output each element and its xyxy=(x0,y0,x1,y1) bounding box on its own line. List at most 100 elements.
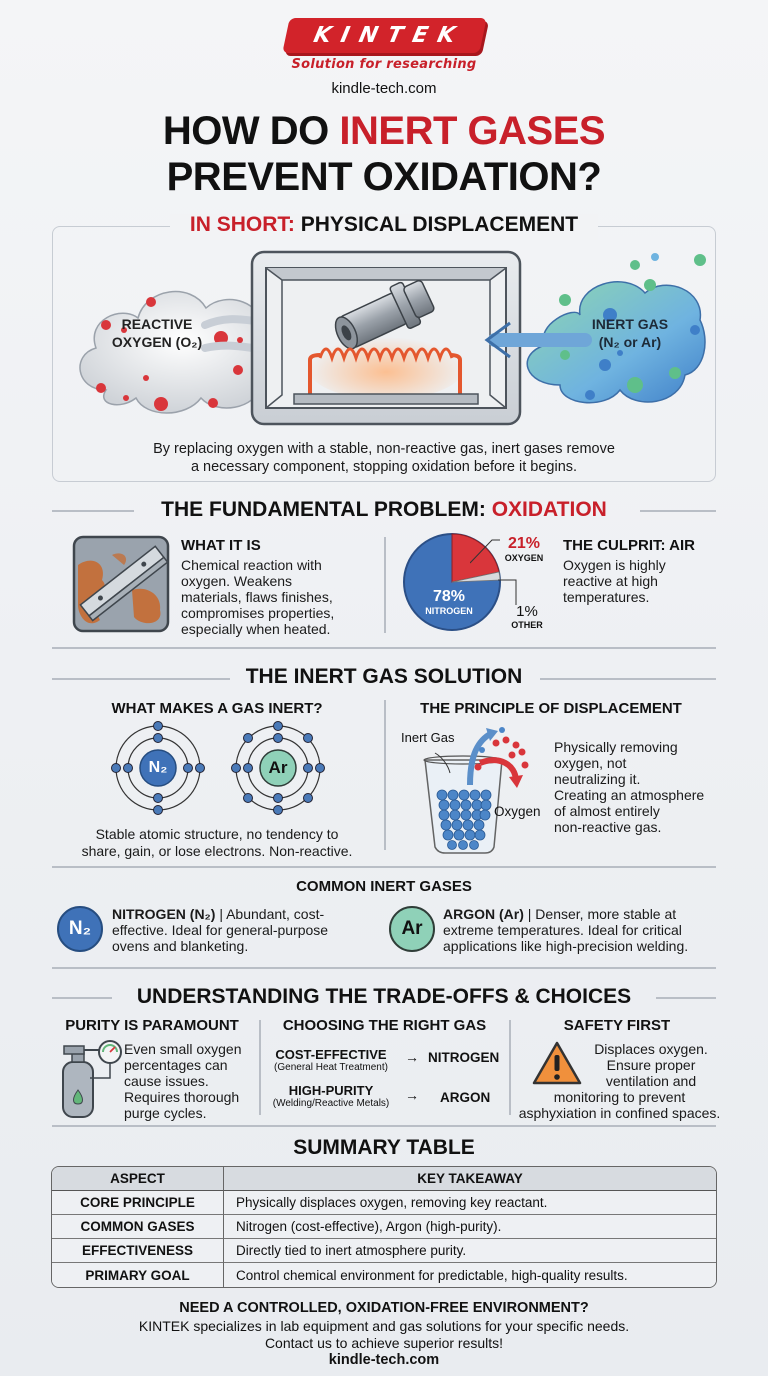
displacement-line: neutralizing it. xyxy=(554,771,641,787)
row-aspect: EFFECTIVENESS xyxy=(52,1239,224,1263)
problem-title: THE FUNDAMENTAL PROBLEM: OXIDATION xyxy=(0,498,768,522)
table-row: COMMON GASES Nitrogen (cost-effective), … xyxy=(52,1215,716,1239)
inert-gas-cloud-icon xyxy=(484,253,706,404)
argon-badge-icon: Ar xyxy=(389,906,435,952)
choice2-gas: ARGON xyxy=(440,1090,491,1105)
row-aspect: CORE PRINCIPLE xyxy=(52,1191,224,1215)
choice1-sub: (General Heat Treatment) xyxy=(274,1062,388,1073)
row-takeaway: Nitrogen (cost-effective), Argon (high-p… xyxy=(224,1215,716,1239)
choice1-label: COST-EFFECTIVE xyxy=(275,1047,387,1062)
logo-badge: KINTEK xyxy=(281,18,487,53)
in-short-caption: By replacing oxygen with a stable, non-r… xyxy=(52,440,716,476)
purity-text: Even small oxygen percentages can cause … xyxy=(124,1041,254,1121)
argon-name: ARGON (Ar) xyxy=(443,906,524,922)
purity-line: Requires thorough xyxy=(124,1089,240,1105)
displacement-line: non-reactive gas. xyxy=(554,819,662,835)
what-line: compromises properties, xyxy=(181,605,335,621)
divider xyxy=(52,866,716,868)
table-row: PRIMARY GOAL Control chemical environmen… xyxy=(52,1263,716,1287)
nitrogen-atom-icon xyxy=(111,721,205,815)
solution-title: THE INERT GAS SOLUTION xyxy=(245,665,523,688)
divider xyxy=(52,1125,716,1127)
choice2-sub: (Welding/Reactive Metals) xyxy=(272,1098,390,1109)
caption-line2: a necessary component, stopping oxidatio… xyxy=(190,459,578,475)
argon-atom-icon xyxy=(231,721,325,815)
air-composition-pie-chart xyxy=(403,533,501,631)
footer-site-link[interactable]: kindle-tech.com xyxy=(328,1352,440,1368)
displacement-subtitle: THE PRINCIPLE OF DISPLACEMENT xyxy=(420,700,682,717)
choice1-gas: NITROGEN xyxy=(428,1050,500,1065)
site-url-top[interactable]: kindle-tech.com xyxy=(331,80,437,97)
page-title: HOW DO INERT GASES PREVENT OXIDATION? xyxy=(0,108,768,200)
table-header-row: ASPECT KEY TAKEAWAY xyxy=(52,1167,716,1191)
nitrogen-atom-label: N₂ xyxy=(148,759,168,776)
logo-tagline: Solution for researching xyxy=(291,57,477,72)
vertical-divider xyxy=(259,1020,261,1115)
inert-caption-line1: Stable atomic structure, no tendency to xyxy=(95,826,339,842)
arrow-right-icon: → xyxy=(405,1049,419,1065)
other-slice-label: 1% OTHER xyxy=(505,603,549,630)
row-takeaway: Control chemical environment for predict… xyxy=(224,1263,716,1287)
problem-highlight: OXIDATION xyxy=(491,498,607,521)
title-part1: HOW DO xyxy=(162,109,340,153)
what-line: especially when heated. xyxy=(181,621,331,637)
divider xyxy=(52,647,716,649)
oxygen-pct: 21% xyxy=(507,535,541,552)
oxygen-label-line1: REACTIVE xyxy=(121,316,193,332)
culprit-text: Oxygen is highly reactive at high temper… xyxy=(563,557,713,605)
choose-title: CHOOSING THE RIGHT GAS xyxy=(282,1017,487,1034)
safety-line: Ensure proper xyxy=(606,1057,696,1073)
inert-label-line1: INERT GAS xyxy=(591,316,669,332)
choice-cost-effective: COST-EFFECTIVE (General Heat Treatment) xyxy=(266,1047,396,1073)
nitrogen-badge-icon: N₂ xyxy=(57,906,103,952)
purity-line: purge cycles. xyxy=(124,1105,207,1121)
in-short-title-bg xyxy=(170,214,598,240)
what-line: materials, flaws finishes, xyxy=(181,589,333,605)
what-line: oxygen. Weakens xyxy=(181,573,293,589)
displacement-line: of almost entirely xyxy=(554,803,660,819)
divider xyxy=(540,678,716,680)
row-takeaway: Physically displaces oxygen, removing ke… xyxy=(224,1191,716,1215)
row-aspect: PRIMARY GOAL xyxy=(52,1263,224,1287)
displacement-line: oxygen, not xyxy=(554,755,627,771)
warning-triangle-icon xyxy=(532,1041,582,1085)
culprit-title: THE CULPRIT: AIR xyxy=(563,537,695,554)
displacement-line: Creating an atmosphere xyxy=(554,787,705,803)
inert-subtitle: WHAT MAKES A GAS INERT? xyxy=(111,700,323,717)
gas-cylinder-gauge-icon xyxy=(62,1040,122,1118)
header-key-takeaway: KEY TAKEAWAY xyxy=(224,1167,716,1191)
purity-line: percentages can xyxy=(124,1057,228,1073)
divider xyxy=(656,997,716,999)
pie-leader-lines xyxy=(470,539,517,605)
row-aspect: COMMON GASES xyxy=(52,1215,224,1239)
safety-line: asphyxiation in confined spaces. xyxy=(518,1105,721,1121)
title-part2: PREVENT OXIDATION? xyxy=(166,155,602,199)
purity-line: Even small oxygen xyxy=(124,1041,242,1057)
safety-line: monitoring to prevent xyxy=(553,1089,686,1105)
oxygen-label: Oxygen xyxy=(494,804,541,819)
divider xyxy=(52,997,112,999)
safety-title: SAFETY FIRST xyxy=(563,1017,671,1034)
in-short-label: IN SHORT: xyxy=(189,213,295,236)
purity-line: cause issues. xyxy=(124,1073,209,1089)
argon-line: extreme temperatures. Ideal for critical xyxy=(443,922,682,938)
nitrogen-pct: 78% xyxy=(432,588,466,605)
inert-label-line2: (N₂ or Ar) xyxy=(598,334,662,350)
displacement-text: Physically removing oxygen, not neutrali… xyxy=(554,739,724,835)
title-highlight: INERT GASES xyxy=(339,109,606,153)
purity-title: PURITY IS PARAMOUNT xyxy=(65,1017,239,1034)
table-row: EFFECTIVENESS Directly tied to inert atm… xyxy=(52,1239,716,1263)
vertical-divider xyxy=(384,700,386,850)
in-short-heading: PHYSICAL DISPLACEMENT xyxy=(294,213,579,236)
nitrogen-line: ovens and blanketing. xyxy=(112,938,249,954)
safety-text-top: Displaces oxygen. Ensure proper ventilat… xyxy=(586,1041,716,1089)
nitrogen-description: NITROGEN (N₂) | Abundant, cost- effectiv… xyxy=(112,906,372,954)
divider xyxy=(52,678,230,680)
argon-line: | Denser, more stable at xyxy=(523,906,677,922)
divider xyxy=(52,967,716,969)
footer-line1: KINTEK specializes in lab equipment and … xyxy=(138,1318,630,1334)
caption-line1: By replacing oxygen with a stable, non-r… xyxy=(153,441,615,457)
inert-cloud-label: INERT GAS (N₂ or Ar) xyxy=(570,315,690,351)
atom-diagrams-icon xyxy=(111,721,325,815)
displacement-glass-icon xyxy=(423,727,529,854)
